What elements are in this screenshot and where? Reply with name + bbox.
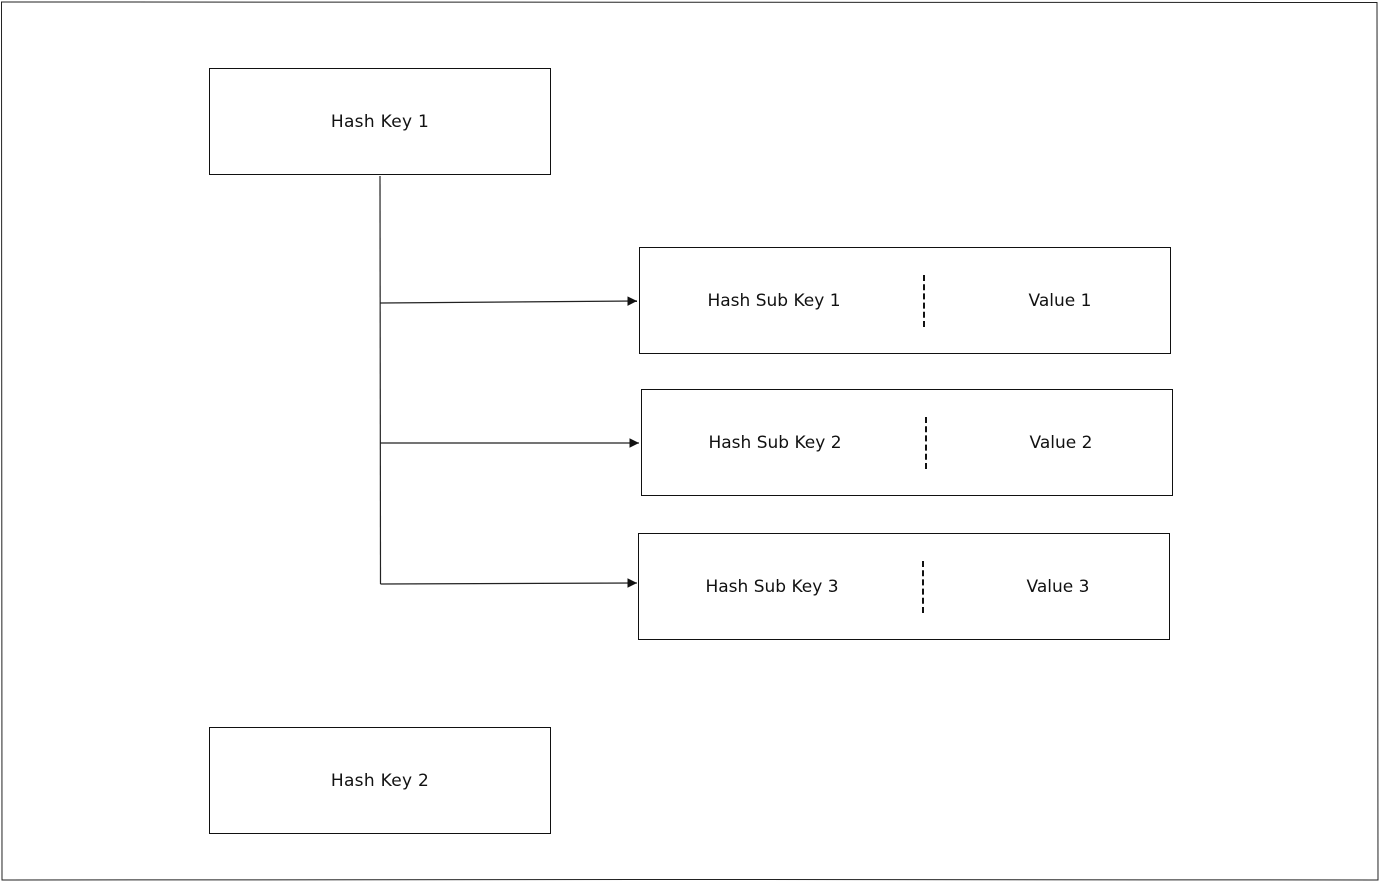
hash-key-2-label: Hash Key 2: [330, 770, 430, 791]
value-2-label: Value 2: [1029, 432, 1093, 453]
hash-key-1-box: Hash Key 1: [209, 68, 551, 175]
sub-key-2-label: Hash Sub Key 2: [708, 432, 842, 453]
value-1-label: Value 1: [1028, 290, 1092, 311]
sub-entry-1: Hash Sub Key 1 Value 1: [639, 247, 1171, 354]
sub-key-3-label: Hash Sub Key 3: [705, 576, 839, 597]
arrow-to-sub-key-1: [379, 296, 638, 306]
value-3-label: Value 3: [1026, 576, 1090, 597]
sub-entry-3: Hash Sub Key 3 Value 3: [638, 533, 1170, 640]
arrow-to-sub-key-3: [380, 578, 638, 588]
trunk-line: [379, 175, 382, 585]
sub-entry-2: Hash Sub Key 2 Value 2: [641, 389, 1173, 496]
sub-entry-2-divider: [925, 417, 927, 469]
hash-key-2-box: Hash Key 2: [209, 727, 551, 834]
sub-entry-3-divider: [922, 561, 924, 613]
hash-key-1-label: Hash Key 1: [330, 111, 430, 132]
sub-entry-1-divider: [923, 275, 925, 327]
sub-key-1-label: Hash Sub Key 1: [707, 290, 841, 311]
